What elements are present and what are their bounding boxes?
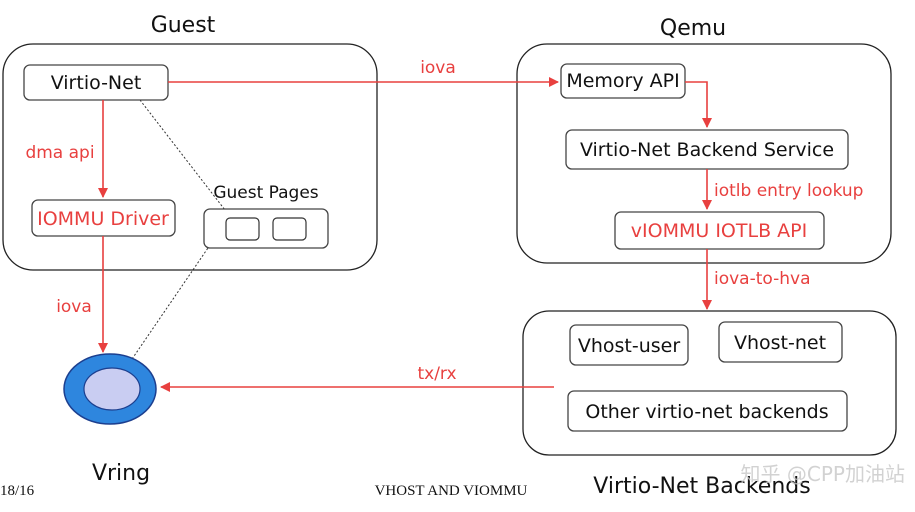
qemu-title: Qemu: [660, 16, 726, 41]
iova-top-label: iova: [420, 58, 456, 78]
memory-to-service-arrow: [685, 81, 712, 128]
memory-api-node: [560, 63, 686, 99]
viommu-api-node: [614, 211, 825, 250]
guest-page-1: [225, 217, 260, 241]
txrx-label: tx/rx: [417, 364, 456, 384]
backends-title: Virtio-Net Backends: [593, 474, 810, 499]
guest-pages-label: Guest Pages: [213, 183, 318, 203]
guest-pages-node: [203, 208, 329, 249]
other-backends-node: [567, 390, 848, 432]
backend-service-label: Virtio-Net Backend Service: [580, 139, 834, 161]
iommu-driver-label: IOMMU Driver: [37, 208, 169, 230]
vhost-user-node: [569, 324, 689, 366]
vring-inner: [83, 367, 141, 411]
page-number: 18/16: [0, 483, 35, 499]
iova-left-label: iova: [56, 297, 92, 317]
viommu-api-label: vIOMMU IOTLB API: [631, 220, 807, 242]
memory-api-label: Memory API: [566, 70, 679, 92]
vhost-user-label: Vhost-user: [578, 335, 680, 357]
virtio-to-pages-dotted-line: [139, 99, 226, 211]
guest-page-2: [272, 217, 307, 241]
vhost-net-label: Vhost-net: [734, 332, 826, 354]
iotlb-lookup-label: iotlb entry lookup: [714, 181, 863, 201]
dma-api-label: dma api: [25, 143, 94, 163]
iova-to-hva-label: iova-to-hva: [714, 269, 811, 289]
vring-label: Vring: [92, 461, 150, 486]
watermark: 知乎 @CPP加油站: [741, 462, 905, 486]
guest-title: Guest: [151, 13, 216, 38]
footer-heading: VHOST AND VIOMMU: [375, 483, 528, 499]
vhost-net-node: [718, 321, 843, 363]
other-backends-label: Other virtio-net backends: [585, 401, 828, 423]
virtio-net-label: Virtio-Net: [51, 72, 142, 94]
